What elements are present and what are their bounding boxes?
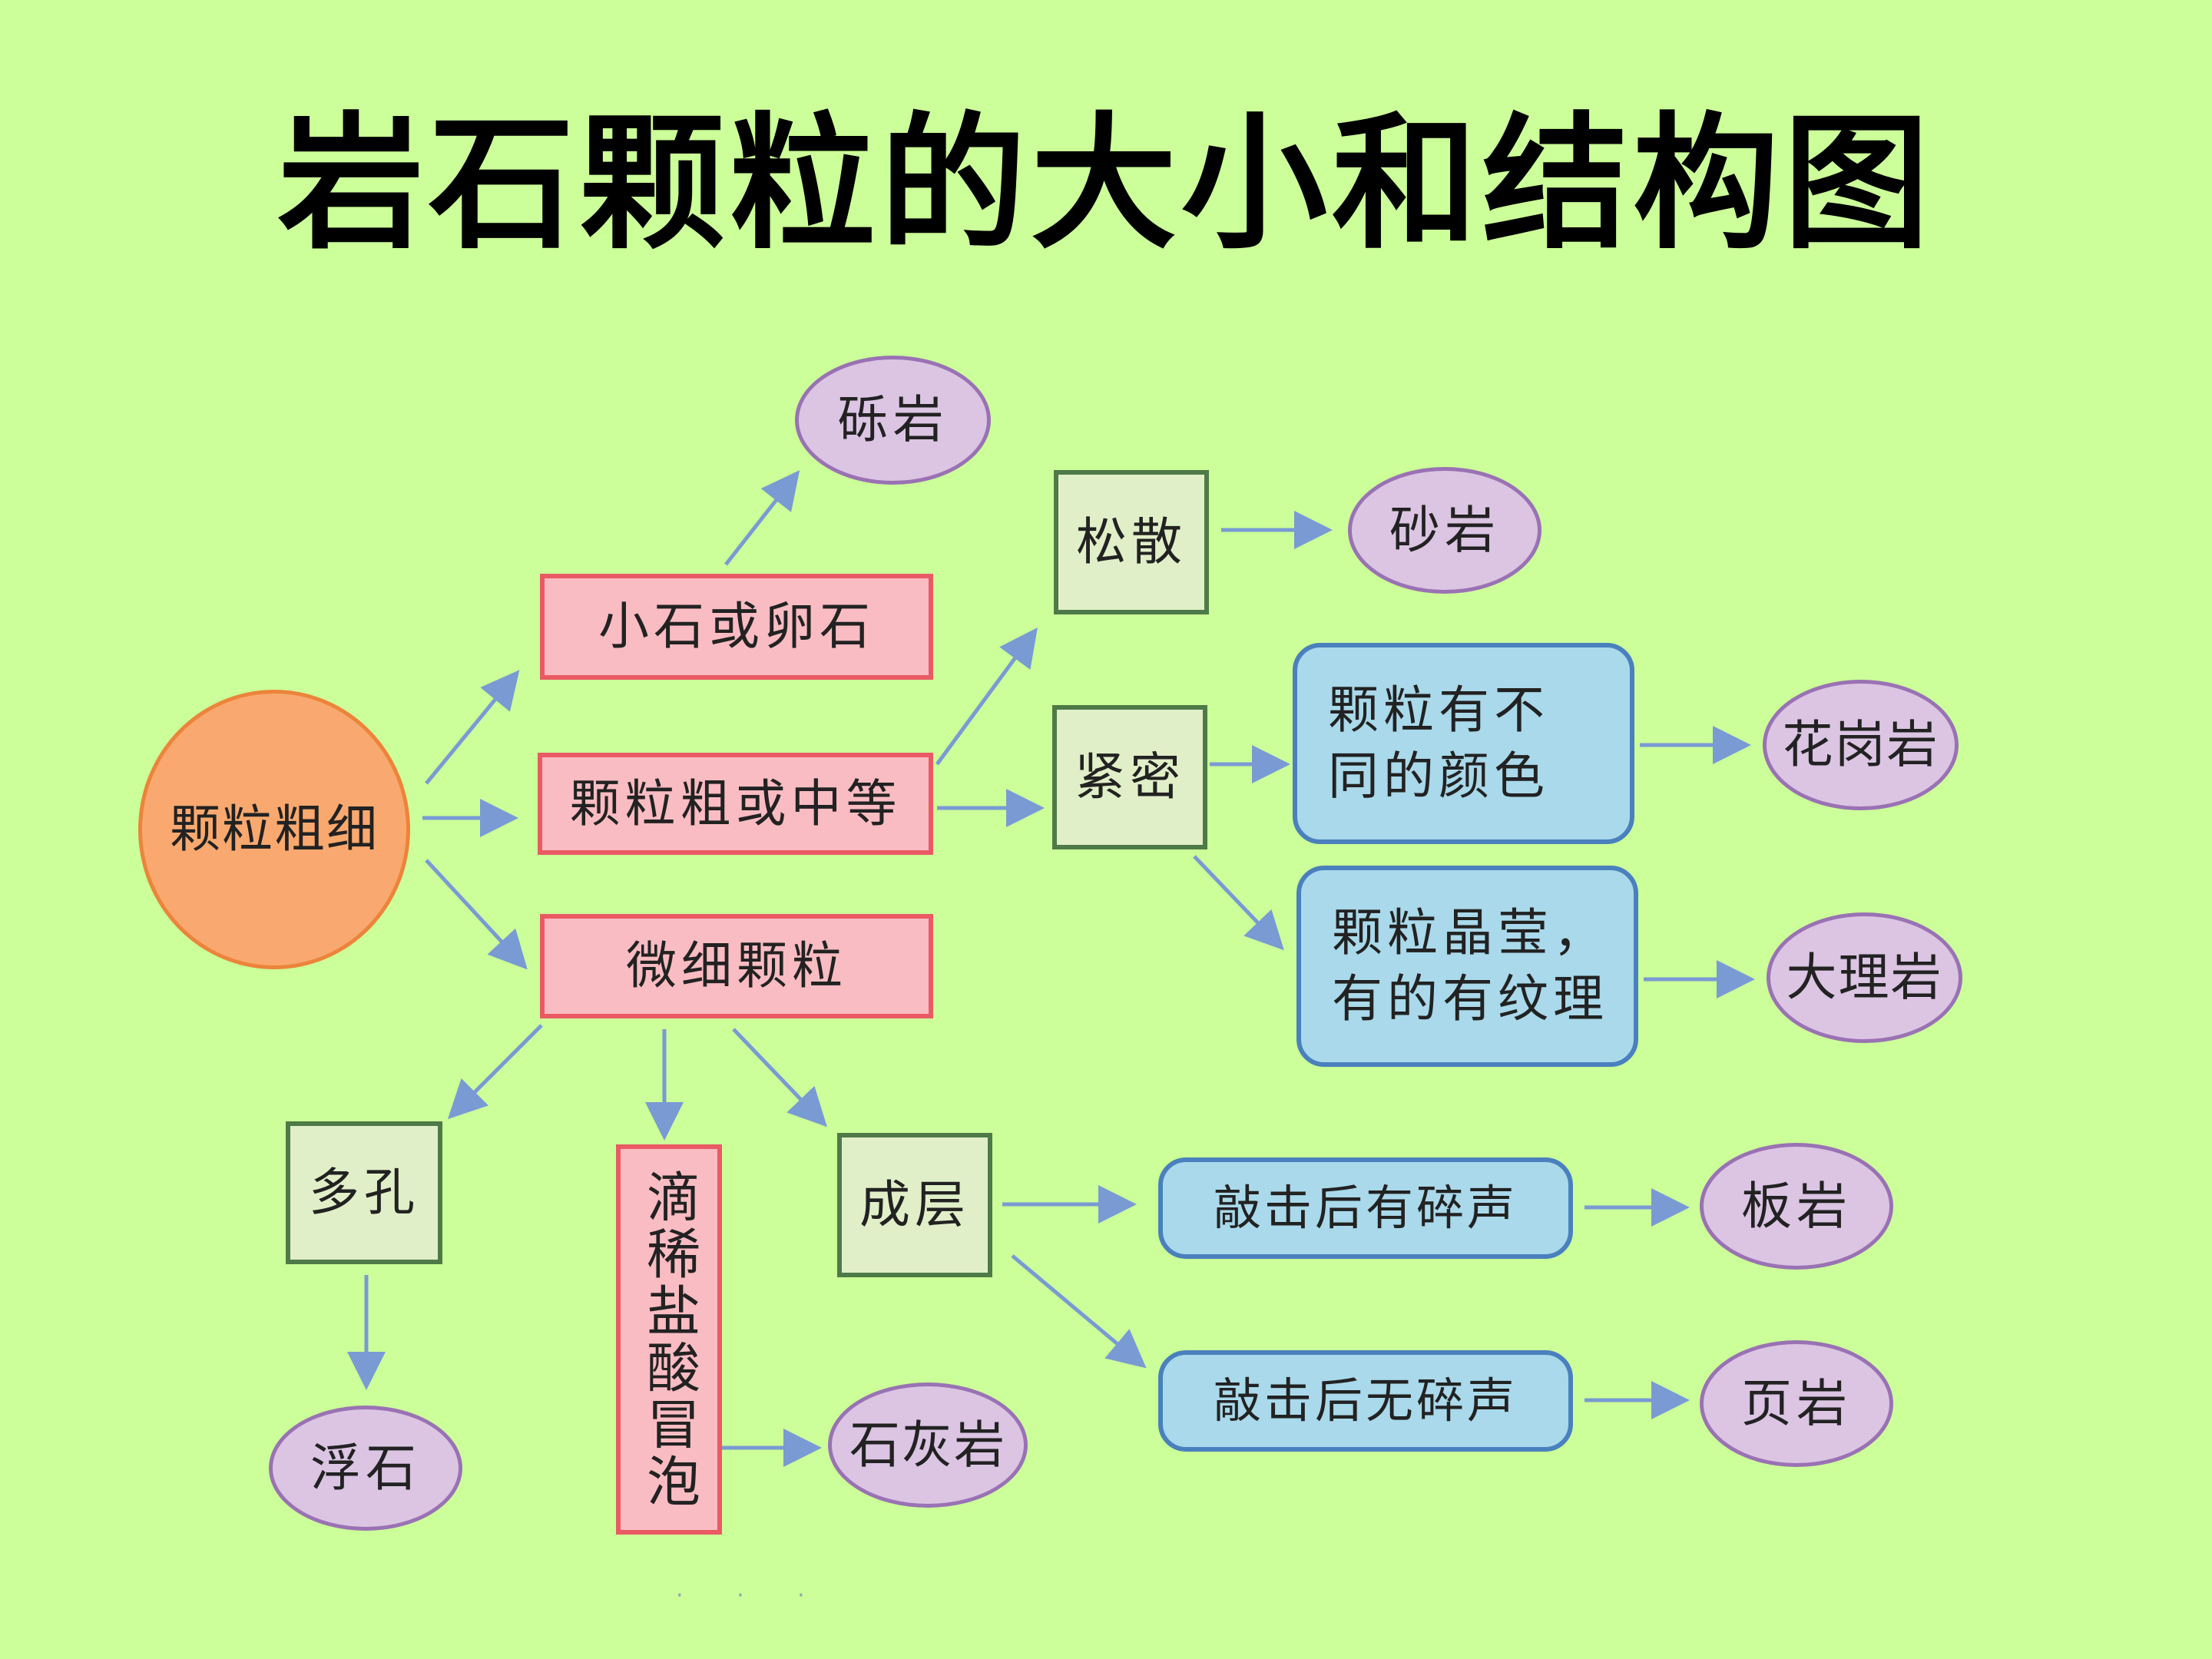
node-loose: 松散 xyxy=(1054,470,1209,614)
node-crystal-texture-label: 颗粒晶莹，有的有纹理 xyxy=(1332,903,1608,1028)
node-shale: 页岩 xyxy=(1700,1340,1893,1467)
node-grain-size: 颗粒粗细 xyxy=(138,690,410,969)
arrow-root-fine xyxy=(425,859,528,970)
node-crystal-texture: 颗粒晶莹，有的有纹理 xyxy=(1296,866,1638,1067)
arrow-root-pebble xyxy=(425,670,520,785)
node-pebble: 小石或卵石 xyxy=(540,574,933,680)
node-crisp-sound: 敲击后有碎声 xyxy=(1158,1157,1573,1259)
arrow-fine-layered xyxy=(732,1028,827,1128)
node-slate: 板岩 xyxy=(1700,1143,1893,1270)
arrow-fine-porous xyxy=(447,1024,543,1120)
node-acid-bubbles: 滴稀盐酸冒泡 xyxy=(616,1144,722,1535)
arrow-layered-nosound xyxy=(1011,1254,1147,1369)
node-fine-grain: 微细颗粒 xyxy=(540,914,933,1018)
arrow-pebble-conglomerate xyxy=(724,470,800,566)
node-marble: 大理岩 xyxy=(1767,912,1962,1043)
node-dense: 紧密 xyxy=(1052,705,1207,849)
node-no-sound: 敲击后无碎声 xyxy=(1158,1350,1573,1452)
node-sandstone: 砂岩 xyxy=(1348,467,1541,594)
node-medium-grain: 颗粒粗或中等 xyxy=(538,753,933,855)
arrow-medium-loose xyxy=(935,627,1038,766)
footer-dots: · · · xyxy=(676,1582,828,1609)
node-different-colors: 颗粒有不同的颜色 xyxy=(1293,643,1634,844)
page-title: 岩石颗粒的大小和结构图 xyxy=(277,99,1934,269)
node-limestone: 石灰岩 xyxy=(828,1382,1028,1508)
node-conglomerate: 砾岩 xyxy=(795,356,991,485)
node-porous: 多孔 xyxy=(286,1121,442,1264)
node-granite: 花岗岩 xyxy=(1763,680,1959,810)
arrow-dense-crystal xyxy=(1193,855,1284,951)
node-pumice: 浮石 xyxy=(269,1406,462,1531)
node-different-colors-label: 颗粒有不同的颜色 xyxy=(1328,680,1549,806)
node-layered: 成层 xyxy=(837,1133,992,1277)
